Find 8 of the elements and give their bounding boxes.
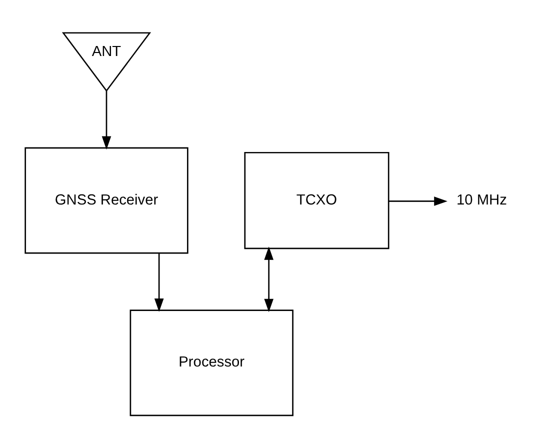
node-box: Processor <box>130 310 294 416</box>
arrow <box>102 90 112 150</box>
arrow <box>264 246 274 312</box>
node-box: TCXO <box>244 152 390 250</box>
node-text: 10 MHz <box>456 192 507 208</box>
arrow <box>154 253 164 312</box>
node-box: GNSS Receiver <box>24 147 188 254</box>
arrow <box>388 196 448 206</box>
